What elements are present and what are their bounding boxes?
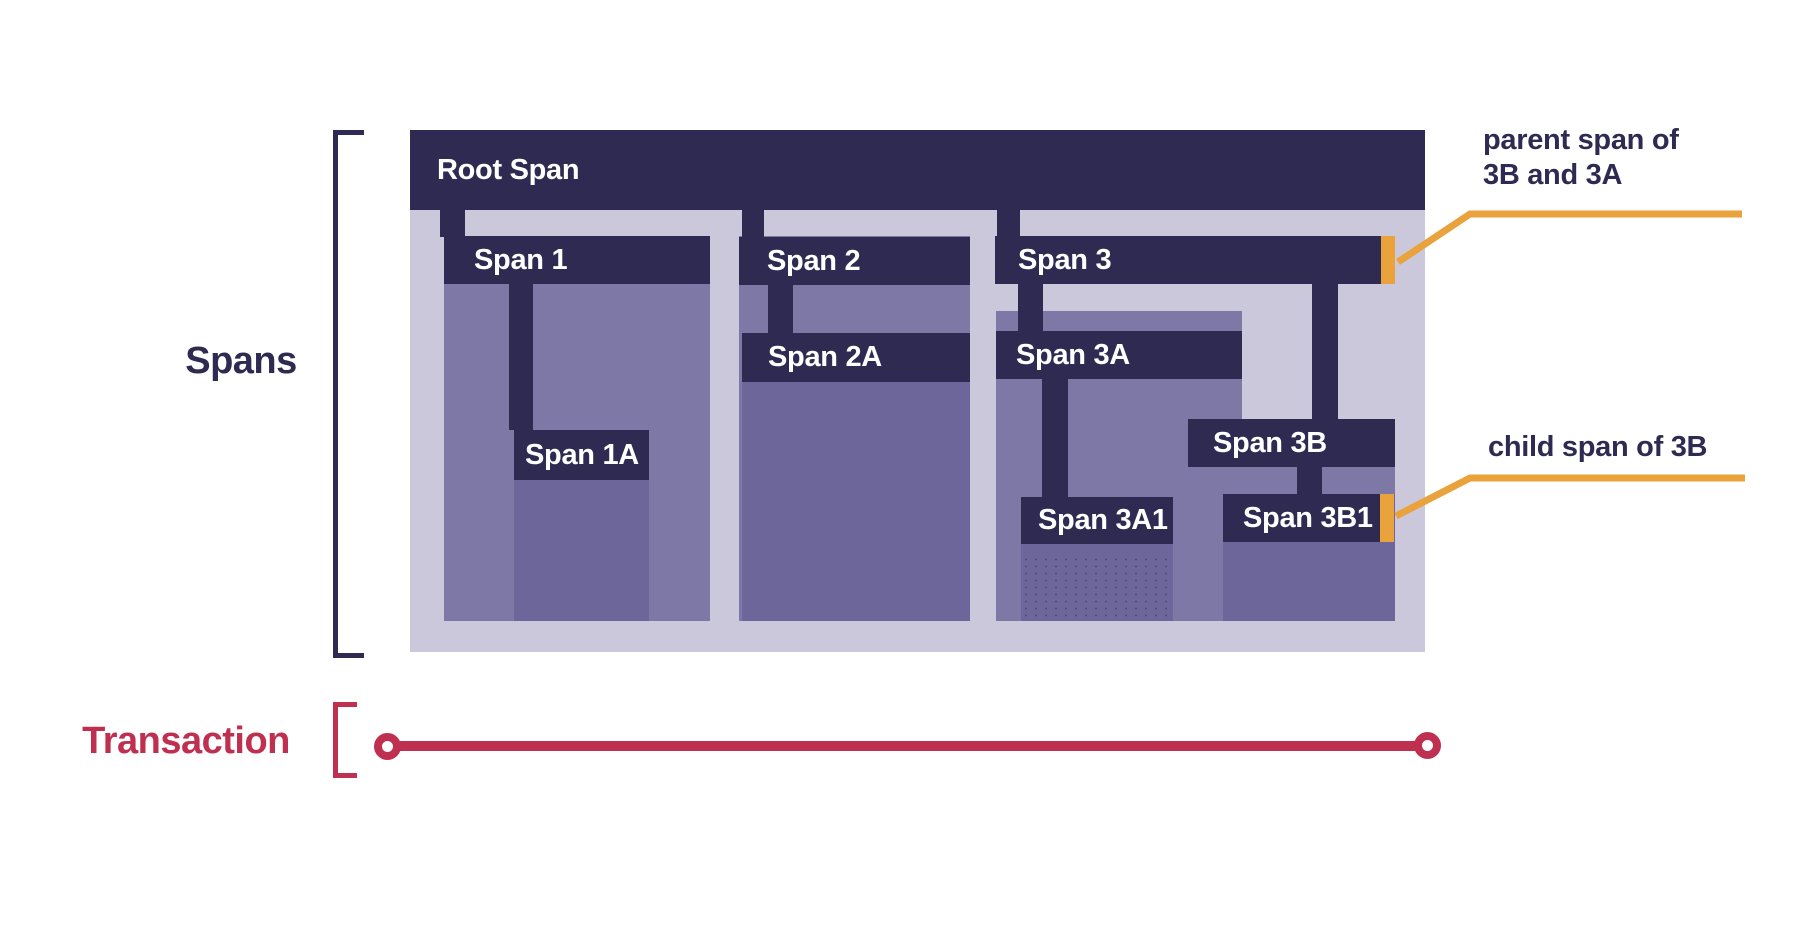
parent-annotation-line1: parent span of [1483, 124, 1679, 156]
span3-highlight-marker [1381, 236, 1395, 284]
span3b1-label: Span 3B1 [1243, 501, 1373, 534]
span1a-label: Span 1A [525, 438, 639, 471]
parent-annotation-line [1396, 210, 1742, 265]
span3a1-label: Span 3A1 [1038, 504, 1168, 536]
parent-annotation-text: parent span of 3B and 3A [1483, 123, 1679, 193]
transaction-bracket-top-stub [333, 702, 357, 707]
span3a-bar: Span 3A [996, 331, 1242, 379]
span3a-label: Span 3A [1016, 338, 1130, 371]
root-span-label: Root Span [437, 153, 580, 186]
connector-span3a-span3a1 [1042, 378, 1068, 497]
connector-span3b-span3b1 [1297, 467, 1322, 494]
span3a1-fill-dither [1021, 556, 1173, 620]
connector-span3-span3b [1312, 283, 1338, 419]
span3-label: Span 3 [1018, 243, 1112, 276]
child-annotation-line [1394, 474, 1745, 520]
spans-bracket-vertical [333, 130, 338, 658]
transaction-label: Transaction [82, 720, 290, 762]
span1-label: Span 1 [474, 243, 568, 276]
transaction-end-point [1414, 732, 1441, 759]
span2-label: Span 2 [767, 244, 861, 277]
connector-root-span2 [742, 210, 764, 237]
transaction-bracket-vertical [333, 702, 338, 778]
spans-label: Spans [185, 340, 297, 382]
span1-bar: Span 1 [444, 236, 710, 284]
parent-annotation-line2: 3B and 3A [1483, 159, 1623, 191]
span2-bar: Span 2 [739, 237, 970, 285]
child-annotation-text: child span of 3B [1488, 431, 1708, 463]
transaction-timeline [398, 741, 1416, 751]
span3a1-bar: Span 3A1 [1021, 497, 1173, 544]
span2a-bar: Span 2A [742, 333, 970, 382]
span1a-bar: Span 1A [514, 430, 649, 480]
span3b-label: Span 3B [1213, 426, 1327, 459]
transaction-start-point [374, 733, 401, 760]
connector-span1-span1a [509, 283, 533, 430]
transaction-bracket-bottom-stub [333, 773, 357, 778]
spans-bracket-bottom-stub [333, 653, 364, 658]
connector-root-span1 [440, 210, 465, 237]
root-span-bar: Root Span [410, 130, 1425, 210]
spans-bracket-top-stub [333, 130, 364, 135]
span3b-bar: Span 3B [1188, 419, 1395, 467]
connector-span3-span3a [1018, 283, 1043, 331]
span3b1-highlight-marker [1380, 494, 1394, 542]
span3b1-bar: Span 3B1 [1223, 494, 1394, 542]
span3-bar: Span 3 [995, 236, 1395, 284]
connector-span2-span2a [768, 284, 793, 333]
span2a-label: Span 2A [768, 341, 882, 373]
connector-root-span3 [997, 210, 1020, 237]
